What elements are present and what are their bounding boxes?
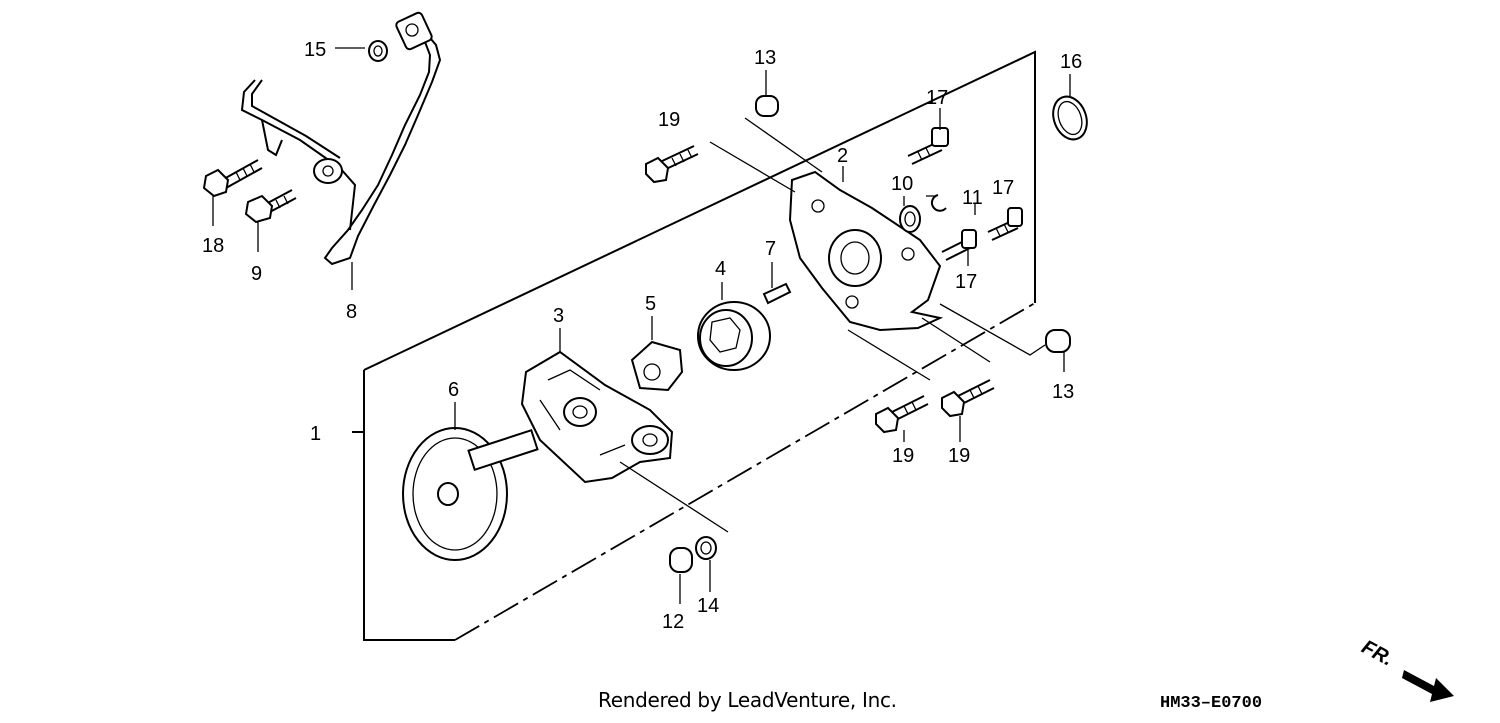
callout-6: 6 [448,379,459,401]
assembly-frame [352,50,1036,641]
drawing-code: HM33–E0700 [1160,694,1263,713]
callout-1: 1 [310,423,321,445]
callout-17-low: 17 [955,271,977,293]
front-direction-arrow-icon: FR. [1358,640,1454,702]
washer-14 [695,536,717,560]
pump-cover-2 [788,170,944,332]
callout-4: 4 [715,258,726,280]
oil-pump-drive-gear [402,427,539,561]
callout-15: 15 [304,39,326,61]
oil-seal-10 [899,205,921,233]
callout-13-top: 13 [754,47,776,69]
callout-19-right: 19 [948,445,970,467]
bolt-17-top [907,127,949,165]
callout-9: 9 [251,263,262,285]
front-direction-label: FR. [1358,640,1397,671]
credit-text: Rendered by LeadVenture, Inc. [598,688,897,712]
callout-18: 18 [202,235,224,257]
bolt-19-left [875,395,929,434]
pin-7 [762,282,792,305]
callout-10: 10 [891,173,913,195]
callout-14: 14 [697,595,719,617]
bolt-18 [202,159,263,198]
callout-2: 2 [837,145,848,167]
dowel-13-top [755,95,779,117]
bolt-9 [244,189,297,224]
pump-body-3 [520,350,674,484]
callout-labels: 1 2 3 4 5 6 7 8 9 10 11 12 13 13 14 15 1… [202,39,1082,633]
callout-11: 11 [962,187,983,209]
dowel-13-right [1045,329,1071,353]
callout-8: 8 [346,301,357,323]
callout-16: 16 [1060,51,1082,73]
callout-17-top: 17 [926,87,948,109]
callout-5: 5 [645,293,656,315]
bolt-19-right [941,379,995,418]
o-ring-16 [1052,95,1088,141]
dowel-12 [669,547,693,573]
washer-15 [368,40,388,62]
callout-19-left: 19 [892,445,914,467]
bolt-19-top [645,145,699,184]
callout-7: 7 [765,238,776,260]
bolt-17-mid [987,207,1023,241]
clip-11 [931,194,947,212]
callout-17-mid: 17 [992,177,1014,199]
callout-13-right: 13 [1052,381,1074,403]
leader-lines [212,47,1071,604]
callout-12: 12 [662,611,684,633]
callout-19-top: 19 [658,109,680,131]
callout-3: 3 [553,305,564,327]
inner-rotor-4 [697,301,771,371]
outer-rotor-5 [630,340,684,392]
oil-pipe [240,11,442,266]
bolt-17-low [941,229,977,261]
